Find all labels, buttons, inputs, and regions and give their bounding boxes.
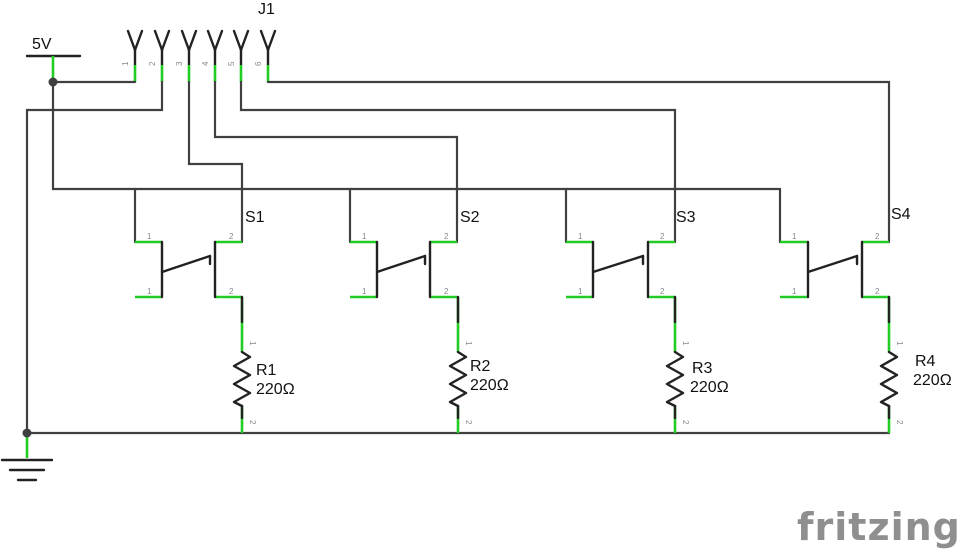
resistor-ref-label: R2 [470,358,491,375]
header-pin-5: 5 [227,29,250,82]
switch-pin-number: 1 [147,287,152,296]
wires [22,77,891,438]
ground-symbol [0,433,54,482]
header-pin-number: 2 [148,61,157,66]
resistor-pin-number: 1 [248,341,257,346]
header-pin-number: 3 [175,61,184,66]
switch-s2: S2 1 1 2 2 [350,209,480,299]
wire-j1-pin4-s2 [213,80,459,244]
resistor-pin-number: 2 [464,420,473,425]
resistor-pin-number: 2 [248,420,257,425]
header-ref-label: J1 [258,1,275,18]
switch-pin-number: 2 [875,287,880,296]
resistor-pin-number: 1 [464,341,473,346]
switch-ref-label: S1 [245,209,265,226]
switch-pin-number: 1 [362,232,367,241]
switch-pin-number: 2 [660,232,665,241]
wire-j1-pin5-s3 [239,80,677,244]
resistor-ref-label: R4 [915,353,936,370]
resistor-r4: R4 220Ω 1 2 [879,295,952,433]
power-symbol-5v: 5V [25,36,82,80]
switch-pin-number: 2 [660,287,665,296]
switch-pin-number: 2 [875,232,880,241]
switch-pin-number: 2 [444,232,449,241]
wire-j1-pin3-s1 [187,80,244,244]
wire-5v-to-j1-pin1 [51,78,137,84]
header-pin-6: 6 [254,29,277,82]
switch-ref-label: S2 [460,209,480,226]
switch-s1: S1 1 1 2 2 [135,209,265,299]
resistor-value-label: 220Ω [913,372,952,389]
resistor-r3: R3 220Ω 1 2 [665,295,729,433]
resistor-r1: R1 220Ω 1 2 [232,295,295,433]
switch-pin-number: 1 [792,232,797,241]
switch-pin-number: 1 [578,287,583,296]
switch-pin-number: 2 [229,287,234,296]
switch-ref-label: S4 [891,206,911,223]
header-pin-2: 2 [148,29,171,82]
junction-dot [22,428,32,438]
resistor-pin-number: 1 [681,341,690,346]
resistor-pin-number: 1 [895,341,904,346]
wire-5v-bus [51,80,782,191]
resistor-value-label: 220Ω [470,377,509,394]
switch-ref-label: S3 [676,209,696,226]
power-label: 5V [32,36,52,53]
switch-pin-number: 2 [229,232,234,241]
header-pin-number: 6 [254,61,263,66]
switch-pin-number: 2 [444,287,449,296]
switch-pin-number: 1 [362,287,367,296]
header-pin-4: 4 [201,29,224,82]
resistor-pin-number: 2 [681,420,690,425]
resistor-pin-number: 2 [895,420,904,425]
switch-s4: S4 1 1 2 2 [780,206,911,299]
fritzing-logo: fritzing [797,505,961,549]
header-pin-number: 1 [121,61,130,66]
header-pin-3: 3 [175,29,198,82]
header-pin-number: 4 [201,61,210,66]
switch-s3: S3 1 1 2 2 [566,209,696,299]
resistor-r2: R2 220Ω 1 2 [448,295,509,433]
switch-pin-number: 1 [792,287,797,296]
resistor-ref-label: R1 [256,362,277,379]
header-pin-1: 1 [121,29,144,82]
wire-j1-pin6-s4 [266,80,891,244]
switch-pin-number: 1 [147,232,152,241]
resistor-value-label: 220Ω [690,379,729,396]
wire-j1-pin2-gnd [25,80,164,435]
junction-dot [48,77,58,87]
switch-pin-number: 1 [578,232,583,241]
header-pin-number: 5 [227,61,236,66]
resistor-ref-label: R3 [692,360,713,377]
header-j1: J1 1 2 3 4 [121,1,277,82]
resistor-value-label: 220Ω [256,381,295,398]
